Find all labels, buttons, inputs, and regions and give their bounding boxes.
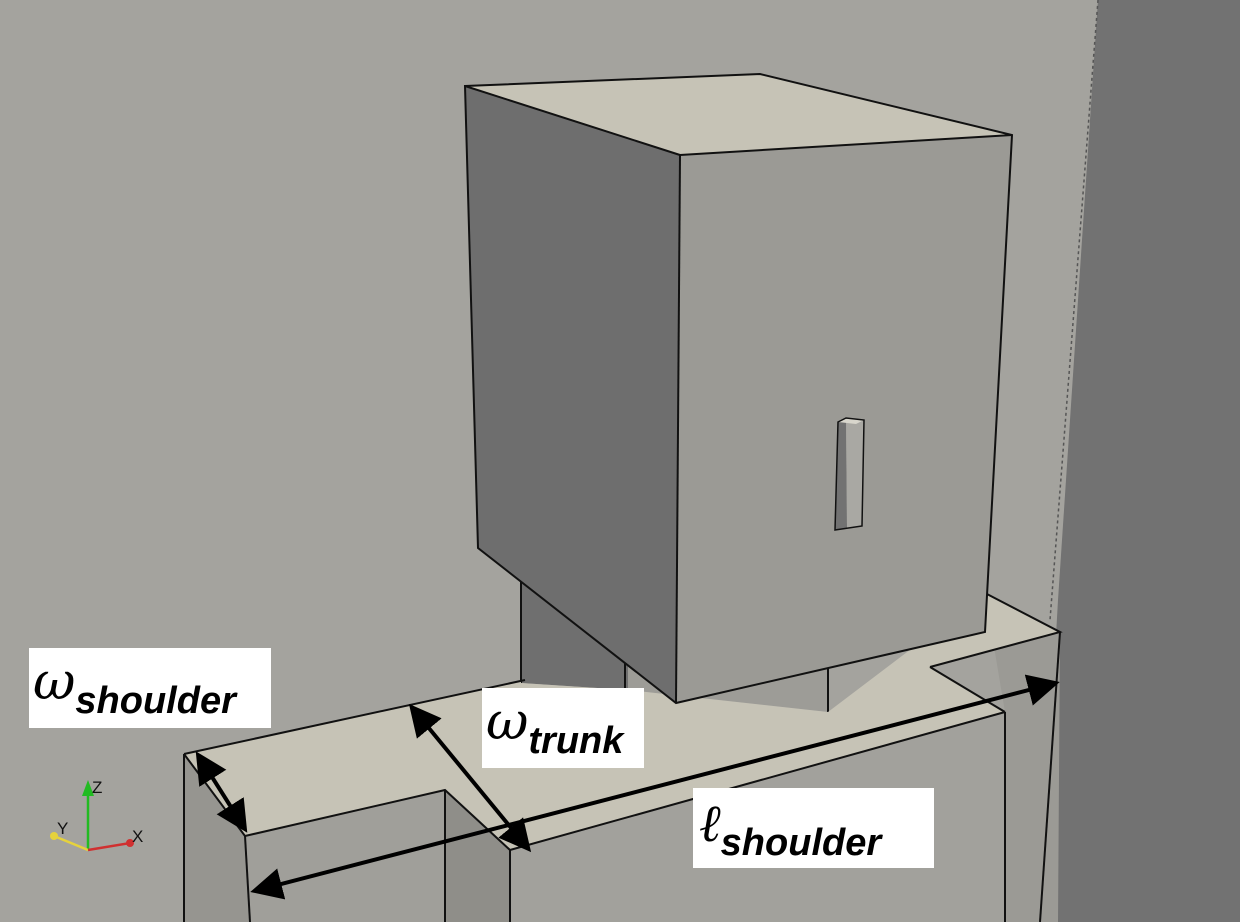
slot-feature [834, 417, 865, 531]
shoulder-width-subscript: shoulder [75, 680, 236, 722]
y-axis [53, 834, 89, 852]
x-axis-label: X [132, 827, 143, 846]
y-axis-label: Y [57, 819, 68, 838]
orientation-axes-triad: Z Y X [50, 778, 143, 852]
shoulder-width-arrow [195, 751, 248, 833]
shoulder-length-label: ℓshoulder [693, 788, 934, 868]
right-wall [1040, 0, 1240, 922]
shoulder-length-symbol: ℓ [699, 794, 721, 854]
wall-edge [1049, 0, 1099, 621]
trunk-width-subscript: trunk [528, 720, 624, 762]
z-axis-arrowhead [82, 780, 94, 796]
shoulder-length-subscript: shoulder [720, 822, 882, 864]
shoulder-length-arrow [250, 674, 1060, 900]
trunk-width-label: ωtrunk [482, 688, 644, 768]
z-axis-label: Z [92, 778, 102, 797]
y-axis-tip [50, 832, 58, 840]
trunk-width-symbol: ω [486, 692, 529, 752]
x-axis-tip [126, 839, 134, 847]
x-axis [87, 841, 131, 852]
shoulder-width-label: ωshoulder [29, 648, 271, 728]
shoulder-width-symbol: ω [33, 652, 76, 712]
